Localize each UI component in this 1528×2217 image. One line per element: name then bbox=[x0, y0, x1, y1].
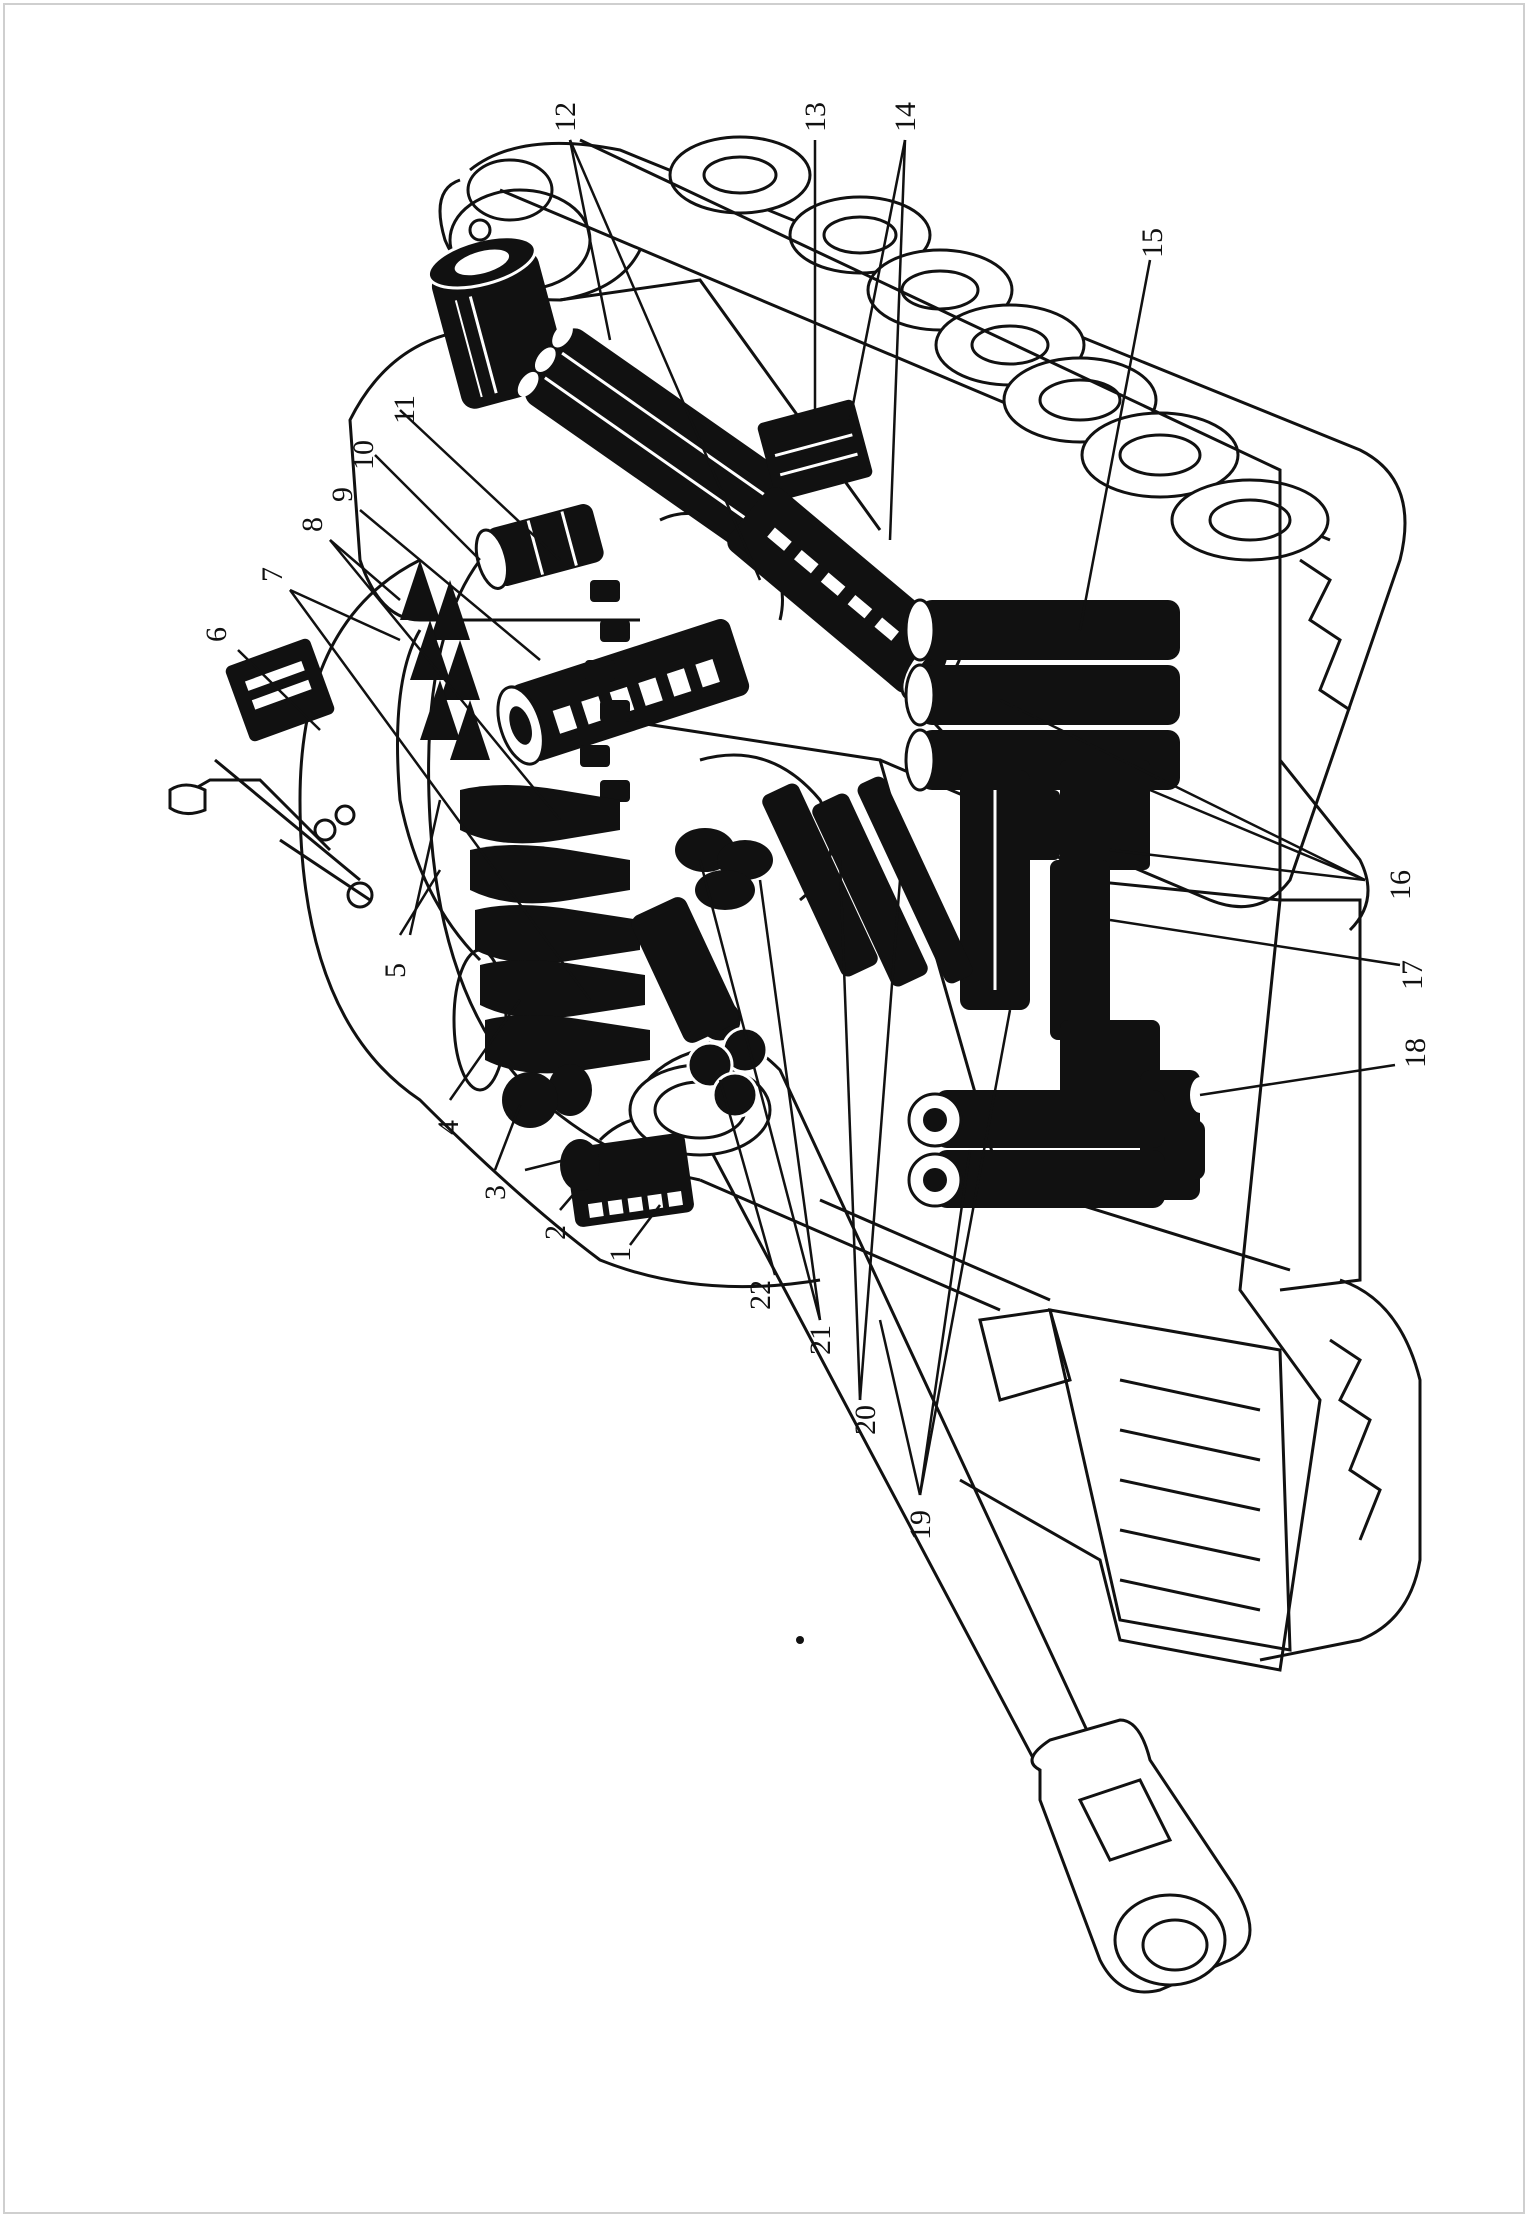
callout-16: 16 bbox=[1384, 870, 1417, 900]
callout-19: 19 bbox=[904, 1510, 937, 1540]
ammo-cluster-19 bbox=[907, 1090, 1165, 1208]
tracks-and-road-wheels bbox=[469, 135, 1422, 1662]
callout-8: 8 bbox=[296, 517, 329, 532]
callout-6: 6 bbox=[200, 627, 233, 642]
callout-9: 9 bbox=[326, 487, 359, 502]
callout-13: 13 bbox=[799, 102, 832, 132]
component-3 bbox=[502, 1072, 558, 1128]
turret-ring-shells bbox=[400, 560, 630, 802]
callout-2: 2 bbox=[539, 1225, 572, 1240]
ammo-tubes-15 bbox=[904, 598, 1180, 792]
callout-20: 20 bbox=[849, 1405, 882, 1435]
callout-5: 5 bbox=[379, 963, 412, 978]
road-wheels bbox=[668, 135, 1330, 562]
callout-18: 18 bbox=[1399, 1038, 1432, 1068]
callout-14: 14 bbox=[889, 102, 922, 132]
leader-lines bbox=[237, 139, 1401, 1496]
callout-17: 17 bbox=[1396, 960, 1429, 990]
callout-22: 22 bbox=[744, 1280, 777, 1310]
callout-21: 21 bbox=[804, 1325, 837, 1355]
ammo-box-13 bbox=[757, 399, 873, 501]
callout-labels: 1 2 3 4 5 6 7 8 9 10 11 12 13 14 15 16 1… bbox=[200, 102, 1432, 1540]
main-gun bbox=[598, 1037, 1252, 1994]
stray-mark bbox=[796, 1636, 804, 1644]
sight-assembly bbox=[168, 638, 374, 909]
hull bbox=[579, 138, 1362, 1672]
callout-10: 10 bbox=[347, 440, 380, 470]
callout-11: 11 bbox=[388, 395, 421, 424]
callout-15: 15 bbox=[1136, 228, 1169, 258]
figure-frame bbox=[3, 3, 1525, 2214]
ammo-drum-10 bbox=[474, 504, 604, 590]
callout-1: 1 bbox=[604, 1247, 637, 1262]
ammo-bank-12 bbox=[517, 322, 795, 552]
ammo-tubes-20 bbox=[762, 776, 973, 987]
callout-3: 3 bbox=[479, 1185, 512, 1200]
ammo-rack-9 bbox=[496, 619, 750, 766]
callout-4: 4 bbox=[432, 1120, 465, 1135]
ammo-drum-11 bbox=[426, 235, 569, 409]
ammunition-stowage bbox=[400, 158, 1210, 1227]
callout-12: 12 bbox=[549, 102, 582, 132]
ammo-cluster-21 bbox=[675, 828, 773, 910]
callout-7: 7 bbox=[256, 567, 289, 582]
